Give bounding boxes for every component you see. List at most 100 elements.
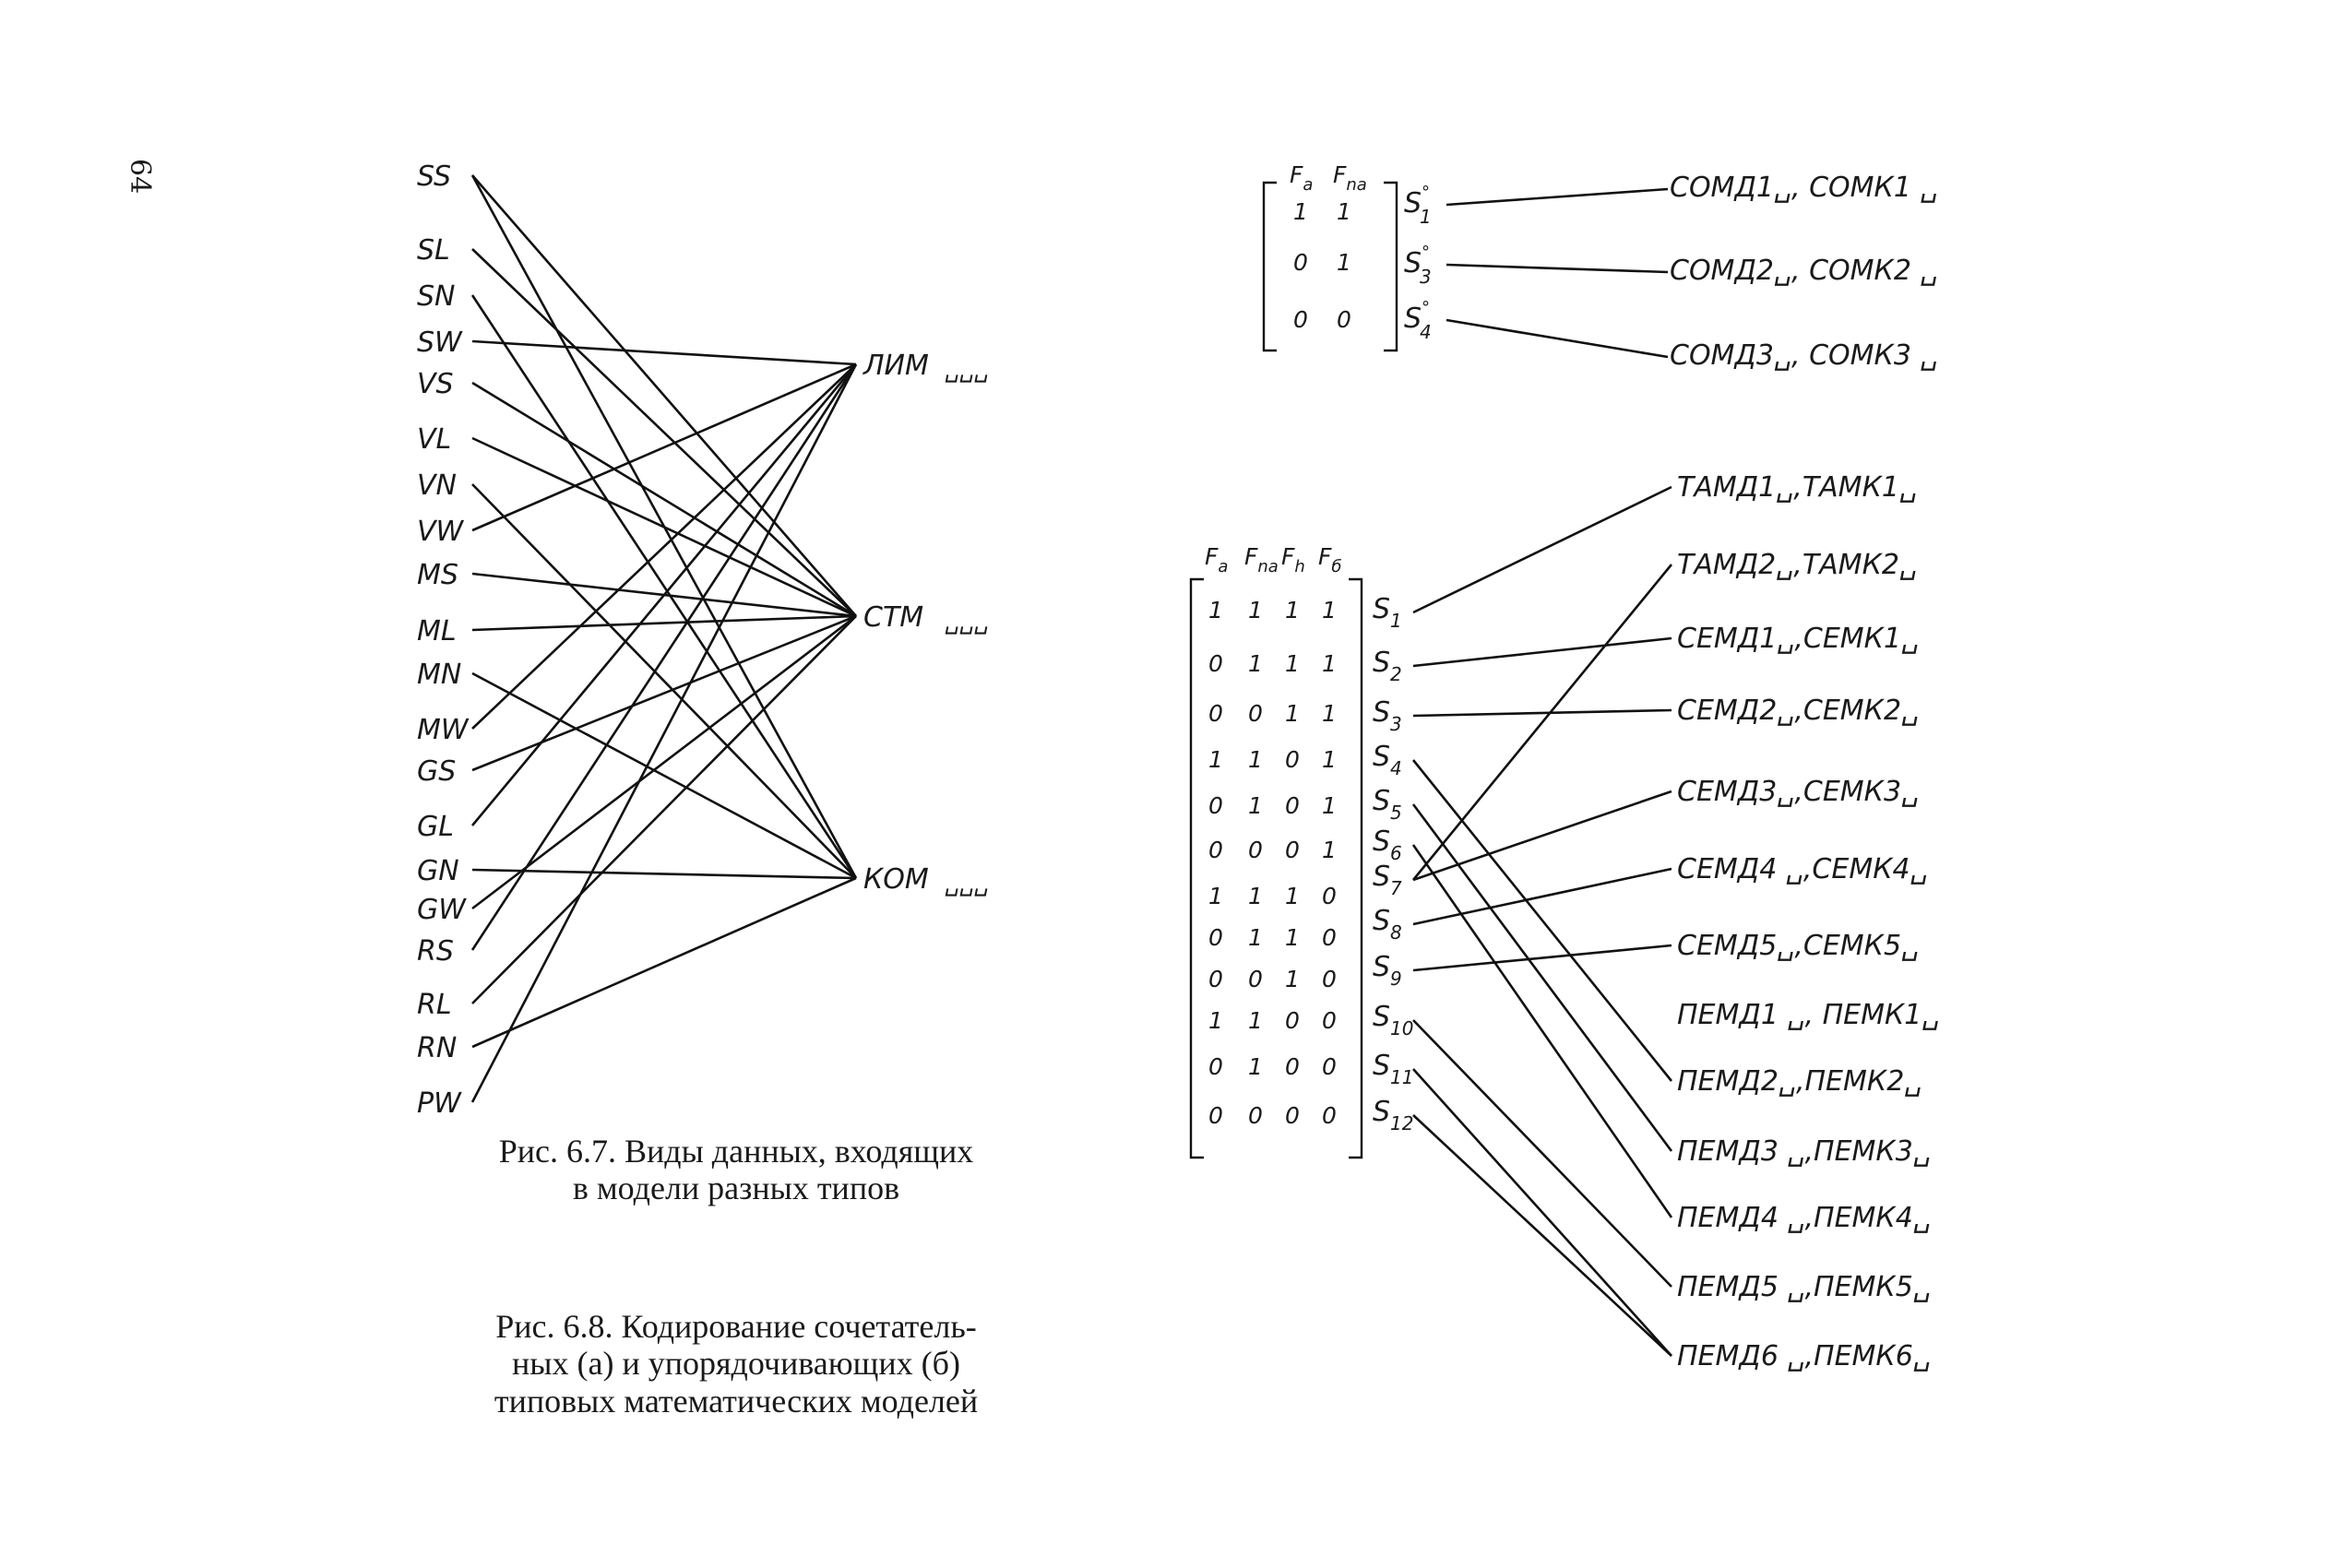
connection-vs-0 — [471, 381, 857, 618]
b-cell-2-2: 1 — [1285, 700, 1300, 727]
connection-sl-0 — [471, 248, 857, 617]
connection-mn-0 — [471, 671, 857, 880]
b-cell-2-0: 0 — [1208, 700, 1223, 727]
b-state-11: S12 — [1373, 1096, 1414, 1134]
a-cell-0-1: 1 — [1337, 198, 1351, 225]
page-number: 64 — [124, 159, 156, 194]
b-output-0: ТАМД1␣,ТАМК1␣ — [1677, 471, 1917, 504]
b-output-12: ПЕМД6 ␣,ПЕМК6␣ — [1677, 1340, 1931, 1372]
a-cell-0-0: 1 — [1293, 198, 1308, 225]
figure-6-7-bipartite-diagram: SSSLSNSWVSVLVNVWMSMLMNMWGSGLGNGWRSRLRNPW… — [417, 160, 989, 1120]
b-cell-3-3: 1 — [1322, 746, 1337, 773]
figure-6-7-caption-line1: Рис. 6.7. Виды данных, входящих — [498, 1133, 974, 1170]
left-label-mw: MW — [417, 714, 470, 746]
b-output-8: ПЕМД2␣,ПЕМК2␣ — [1677, 1065, 1922, 1098]
b-connection-2 — [1412, 708, 1672, 718]
b-output-2: СЕМД1␣,СЕМК1␣ — [1677, 623, 1919, 655]
b-cell-7-0: 0 — [1208, 924, 1223, 951]
a-output-0: СОМД1␣, СОМК1 ␣ — [1670, 172, 1938, 204]
a-output-2: СОМД3␣, СОМК3 ␣ — [1670, 339, 1938, 372]
b-col-header-3: Fб — [1318, 543, 1342, 576]
connection-sn-0 — [470, 294, 858, 879]
b-cell-8-0: 0 — [1208, 966, 1223, 992]
b-cell-1-1: 1 — [1248, 650, 1263, 677]
b-state-8: S9 — [1373, 951, 1402, 990]
connection-vl-0 — [471, 436, 857, 618]
b-state-7: S8 — [1373, 905, 1402, 944]
b-cell-10-0: 0 — [1208, 1053, 1223, 1080]
a-connection-2 — [1446, 318, 1669, 359]
right-label-2: КОМ — [863, 863, 929, 896]
b-cell-0-1: 1 — [1248, 597, 1263, 624]
b-cell-8-1: 0 — [1248, 966, 1263, 992]
blank-mark-2: ␣␣␣ — [945, 870, 989, 897]
b-cell-4-1: 1 — [1248, 792, 1263, 819]
connection-sw-0 — [471, 339, 857, 366]
b-cell-5-2: 0 — [1285, 837, 1300, 863]
right-label-0: ЛИМ — [863, 350, 929, 382]
b-cell-1-3: 1 — [1322, 650, 1337, 677]
connection-mw-0 — [471, 363, 857, 730]
a-connection-1 — [1446, 263, 1669, 274]
left-label-sn: SN — [417, 280, 455, 313]
b-cell-3-0: 1 — [1208, 746, 1223, 773]
b-cell-4-3: 1 — [1322, 792, 1337, 819]
b-col-header-1: Fna — [1244, 543, 1279, 576]
b-state-6: S7 — [1373, 861, 1402, 899]
left-label-rs: RS — [417, 935, 454, 968]
a-col-header-0: Fa — [1290, 161, 1313, 195]
b-cell-7-3: 0 — [1322, 924, 1337, 951]
connection-rl-0 — [471, 615, 857, 1004]
b-output-6: СЕМД5␣,СЕМК5␣ — [1677, 930, 1919, 962]
b-state-5: S6 — [1373, 826, 1402, 864]
left-label-gl: GL — [417, 811, 454, 843]
figure-6-8-caption: Рис. 6.8. Кодирование сочетатель- ных (а… — [432, 1308, 1041, 1420]
left-label-ml: ML — [417, 615, 457, 647]
b-cell-6-0: 1 — [1208, 883, 1223, 909]
figure-6-8-caption-line2: ных (а) и упорядочивающих (б) — [512, 1345, 960, 1383]
b-cell-1-0: 0 — [1208, 650, 1223, 677]
left-label-vn: VN — [417, 469, 457, 502]
figure-6-7-connections — [470, 174, 858, 1103]
blank-mark-0: ␣␣␣ — [945, 356, 989, 383]
b-connection-11 — [1412, 1068, 1672, 1357]
a-state-2: S°4 — [1404, 298, 1432, 343]
b-cell-0-2: 1 — [1285, 597, 1300, 624]
b-cell-10-3: 0 — [1322, 1053, 1337, 1080]
a-cell-1-0: 0 — [1293, 249, 1308, 276]
b-connection-4 — [1411, 803, 1673, 1152]
b-connection-3 — [1411, 759, 1673, 1082]
connection-ss-0 — [471, 174, 857, 617]
b-cell-5-3: 1 — [1322, 837, 1337, 863]
connection-ml-0 — [471, 614, 857, 632]
connection-rn-0 — [471, 876, 857, 1049]
left-label-ss: SS — [417, 160, 451, 193]
b-cell-1-2: 1 — [1285, 650, 1300, 677]
connection-vn-0 — [471, 483, 857, 879]
b-cell-7-2: 1 — [1285, 924, 1300, 951]
b-output-9: ПЕМД3 ␣,ПЕМК3␣ — [1677, 1135, 1931, 1168]
b-cell-11-1: 0 — [1248, 1102, 1263, 1129]
b-cell-0-3: 1 — [1322, 597, 1337, 624]
b-output-4: СЕМД3␣,СЕМК3␣ — [1677, 776, 1919, 808]
b-cell-2-3: 1 — [1322, 700, 1337, 727]
a-cell-1-1: 1 — [1337, 249, 1351, 276]
b-output-5: СЕМД4 ␣,СЕМК4␣ — [1677, 853, 1928, 885]
b-connection-8 — [1412, 867, 1672, 926]
left-label-gn: GN — [417, 855, 459, 887]
left-label-sl: SL — [417, 234, 450, 267]
b-cell-9-1: 1 — [1248, 1007, 1263, 1034]
b-connection-6 — [1411, 564, 1673, 881]
b-state-4: S5 — [1373, 785, 1402, 824]
a-cell-2-0: 0 — [1293, 306, 1308, 333]
b-cell-5-0: 0 — [1208, 837, 1223, 863]
connection-gn-0 — [471, 868, 857, 880]
b-state-1: S2 — [1373, 647, 1402, 685]
b-cell-6-1: 1 — [1248, 883, 1263, 909]
a-state-0: S°1 — [1404, 183, 1432, 228]
